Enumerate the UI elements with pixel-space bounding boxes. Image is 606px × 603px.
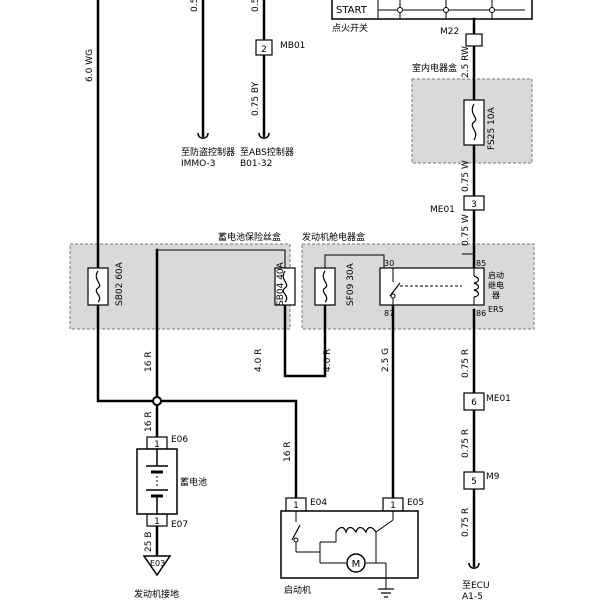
wire-label-rw: 2.5 RW — [461, 46, 471, 78]
arrow-immo — [197, 132, 209, 139]
fuse-sf09-label: SF09 30A — [346, 262, 356, 306]
fuse-sf09 — [314, 267, 336, 306]
connector-mb01: 2 — [255, 39, 273, 56]
wire-label-4r-b: 4.0 R — [323, 349, 333, 372]
connector-e04-label: E04 — [310, 498, 327, 508]
dest-abs-line1: 至ABS控制器 — [240, 146, 294, 158]
wire-label-top-b: 0.5 — [251, 0, 261, 12]
ignition-switch — [331, 0, 533, 20]
wire-label-r075-a: 0.75 R — [461, 349, 471, 378]
connector-e06: 1 — [146, 436, 168, 450]
wire-label-2-5g: 2.5 G — [381, 348, 391, 372]
dest-ecu-line1: 至ECU — [462, 580, 490, 591]
ground-e03 — [142, 555, 172, 577]
wire-label-by: 0.75 BY — [251, 81, 261, 116]
relay-pin-30: 30 — [384, 259, 394, 268]
wire-label-25b: 25 B — [144, 532, 154, 553]
motor-label: M — [352, 559, 361, 570]
relay-name: 启动继电器 — [488, 270, 504, 300]
battery-label: 蓄电池 — [180, 476, 207, 488]
dest-immo-line1: 至防盗控制器 — [181, 146, 235, 158]
battery — [136, 448, 178, 515]
fuse-sb04-label: SB04 40A — [276, 261, 286, 306]
engine-box-title: 发动机舱电器盒 — [302, 231, 365, 243]
connector-me01-top-label: ME01 — [430, 205, 455, 215]
ignition-start-label: START — [336, 5, 368, 16]
wire-16r-starter — [155, 399, 298, 500]
connector-e04-pin: 1 — [293, 501, 299, 511]
connector-me01-top: 3 — [463, 195, 485, 211]
connector-e06-label: E06 — [171, 435, 188, 445]
starter-motor — [280, 510, 419, 598]
wire-label-r075-c: 0.75 R — [461, 508, 471, 537]
connector-me01-bottom-label: ME01 — [486, 394, 511, 404]
connector-me01-bottom-pin: 6 — [471, 398, 477, 408]
fuse-fs25 — [463, 99, 485, 146]
engine-ground-label: 发动机接地 — [134, 588, 179, 600]
junction-dot — [152, 396, 162, 406]
wire-label-r075-b: 0.75 R — [461, 429, 471, 458]
relay-code: ER5 — [488, 305, 504, 314]
connector-e05-pin: 1 — [390, 501, 396, 511]
dest-abs-line2: B01-32 — [240, 159, 272, 169]
wire-label-16r-a: 16 R — [144, 351, 154, 372]
wire-label-4r-a: 4.0 R — [254, 349, 264, 372]
connector-e03-label: E03 — [150, 559, 165, 568]
connector-e07-pin: 1 — [154, 517, 160, 527]
fuse-sb04 — [274, 267, 296, 306]
connector-m9-pin: 5 — [471, 477, 477, 487]
connector-me01-bottom: 6 — [463, 392, 485, 411]
connector-m22 — [465, 33, 483, 47]
connector-e07-label: E07 — [171, 520, 188, 530]
relay-pin-87: 87 — [384, 309, 394, 318]
connector-e05-label: E05 — [407, 498, 424, 508]
connector-mb01-pin: 2 — [261, 45, 267, 55]
wire-label-w-top: 0.75 W — [461, 160, 471, 192]
connector-e04: 1 — [285, 497, 307, 512]
wire-label-6wg: 6.0 WG — [85, 49, 95, 82]
wire-4-0r — [283, 303, 327, 378]
arrow-ecu — [468, 562, 480, 569]
starter-label: 启动机 — [284, 584, 311, 596]
dest-ecu-line2: A1-5 — [462, 592, 483, 602]
wire-label-16r-c: 16 R — [283, 441, 293, 462]
wire-label-w-bottom: 0.75 W — [461, 214, 471, 246]
relay-pin-85: 85 — [476, 259, 486, 268]
connector-e07: 1 — [146, 513, 168, 527]
fuse-sb02-label: SB02 60A — [115, 261, 125, 306]
interior-box-title: 室内电器盒 — [412, 62, 457, 74]
fuse-sb02 — [87, 267, 109, 306]
wire-paths — [96, 0, 476, 568]
connector-me01-top-pin: 3 — [471, 200, 477, 210]
connector-e06-pin: 1 — [154, 440, 160, 450]
dest-immo-line2: IMMO-3 — [181, 159, 216, 169]
connector-mb01-label: MB01 — [280, 41, 305, 51]
battery-box-title: 蓄电池保险丝盒 — [218, 231, 281, 243]
wire-label-top-a: 0.5 — [190, 0, 200, 12]
wire-label-16r-b: 16 R — [144, 411, 154, 432]
wire-6wg — [96, 0, 159, 403]
fuse-fs25-label: FS25 10A — [487, 107, 497, 150]
destination-arrows — [197, 132, 480, 569]
starter-relay — [379, 267, 485, 306]
connector-e05: 1 — [382, 497, 404, 512]
arrow-abs — [258, 132, 270, 139]
connector-m22-label: M22 — [440, 27, 459, 37]
connector-m9-label: M9 — [486, 472, 500, 482]
relay-pin-86: 86 — [476, 309, 486, 318]
connector-m9: 5 — [463, 471, 485, 490]
ignition-switch-label: 点火开关 — [332, 22, 368, 34]
